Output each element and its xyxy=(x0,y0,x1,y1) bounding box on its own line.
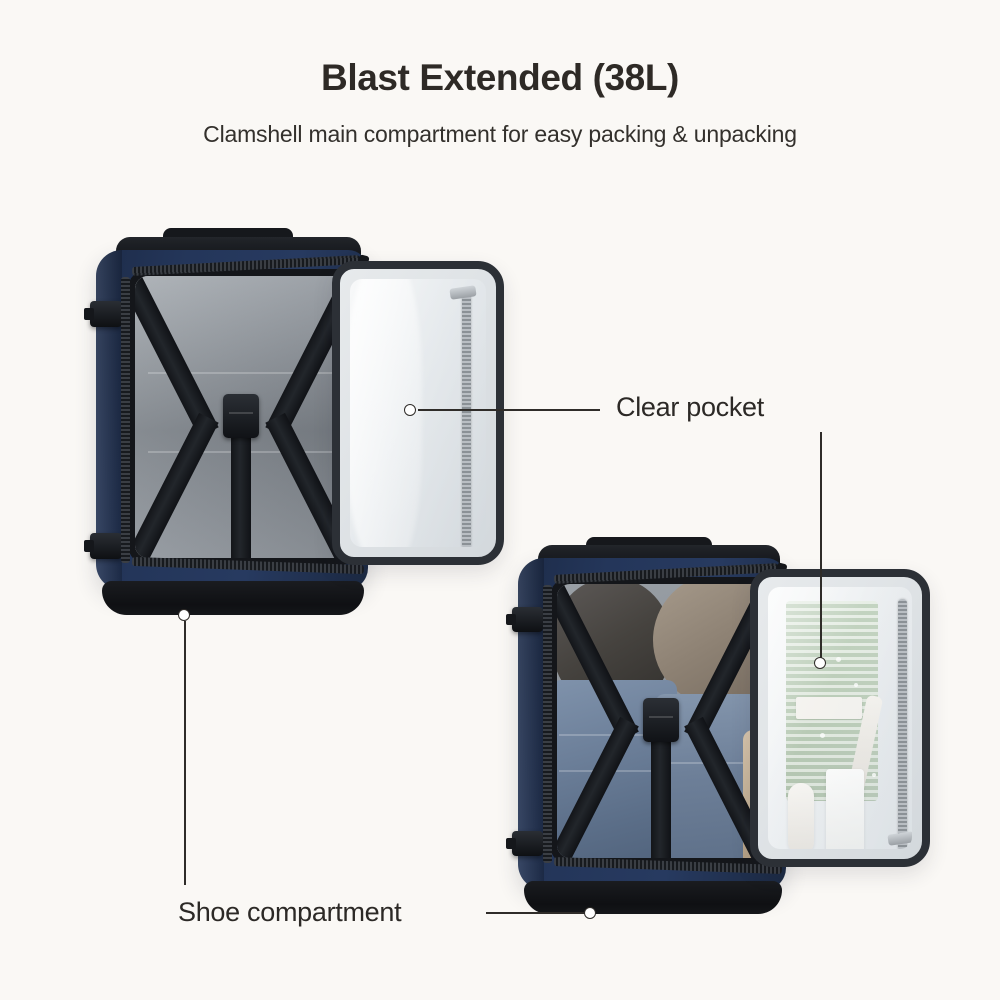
shoe-compartment-leader-vertical xyxy=(184,621,186,885)
right-bag-side-buckle-top xyxy=(506,607,543,632)
left-bag-side-buckle-top xyxy=(84,301,122,327)
right-bag-shoe-compartment-base xyxy=(524,881,782,914)
clear-pocket-marker-left-bag xyxy=(404,404,416,416)
shoe-compartment-leader-horizontal xyxy=(486,912,584,914)
clear-pocket-leader-vertical xyxy=(820,432,822,663)
right-bag-main-compartment xyxy=(550,577,778,865)
page-subtitle: Clamshell main compartment for easy pack… xyxy=(203,120,797,147)
right-bag-lid-pocket-zipper-pull xyxy=(887,831,912,846)
left-bag-lid xyxy=(332,261,504,565)
left-bag-side-buckle-bottom xyxy=(84,533,122,559)
interior-seam xyxy=(148,371,340,374)
right-bag-main-zipper-left xyxy=(543,585,552,863)
right-bag-strap-buckle xyxy=(643,698,679,742)
right-bag-side-buckle-bottom xyxy=(506,831,543,856)
left-bag-shoe-compartment-base xyxy=(102,581,364,615)
left-bag-lid-clear-pocket xyxy=(350,279,486,547)
callout-label-shoe-compartment: Shoe compartment xyxy=(178,897,402,927)
left-bag-main-compartment xyxy=(128,269,360,565)
mesh-speck xyxy=(836,657,841,662)
towel-care-label xyxy=(796,697,862,719)
clear-pocket-marker-right-bag xyxy=(814,657,826,669)
left-bag-lid-pocket-zipper-pull xyxy=(449,285,477,300)
header: Blast Extended (38L) Clamshell main comp… xyxy=(0,0,1000,148)
toiletry-bottle xyxy=(826,769,864,849)
mesh-speck xyxy=(872,773,876,777)
shoe-compartment-marker-right-bag xyxy=(584,907,596,919)
right-bag-lid-pocket-zipper xyxy=(898,599,907,849)
right-bag-lid xyxy=(750,569,930,867)
right-bag-packed xyxy=(506,535,938,925)
shoe-compartment-marker-left-bag xyxy=(178,609,190,621)
toiletry-tube xyxy=(788,783,814,849)
left-bag-lid-pocket-zipper xyxy=(462,293,471,547)
mesh-speck xyxy=(854,683,858,687)
right-bag-lid-clear-pocket xyxy=(768,587,912,849)
left-bag-empty xyxy=(84,225,518,625)
left-bag-main-zipper-left xyxy=(121,277,130,563)
page-title: Blast Extended (38L) xyxy=(321,57,679,98)
mesh-speck xyxy=(820,733,825,738)
left-bag-strap-buckle xyxy=(223,394,259,438)
callout-label-clear-pocket: Clear pocket xyxy=(616,392,764,422)
clear-pocket-leader-horizontal xyxy=(418,409,600,411)
